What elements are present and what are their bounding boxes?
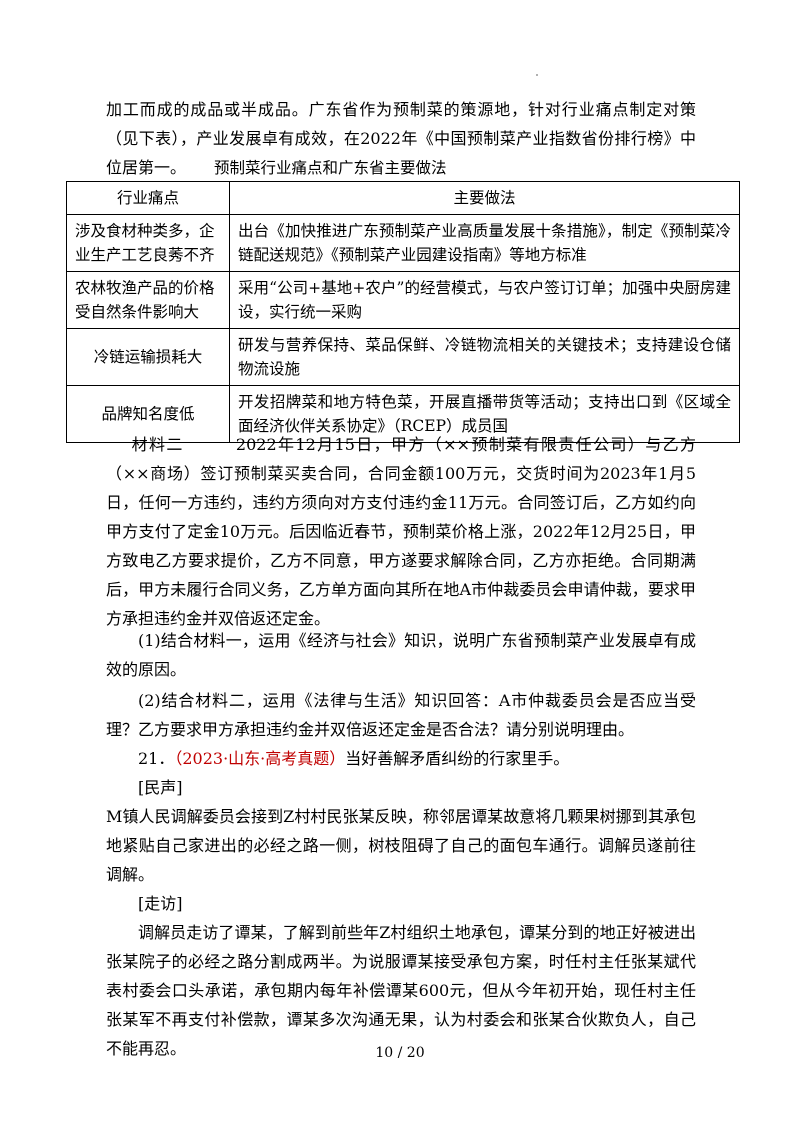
intro-paragraph: 加工而成的成品或半成品。广东省作为预制菜的策源地，针对行业痛点制定对策（见下表）… (106, 100, 696, 177)
question-theme: 当好善解矛盾纠纷的行家里手。 (345, 749, 570, 768)
question-21-line: 21．（2023·山东·高考真题）当好善解矛盾纠纷的行家里手。 (106, 744, 696, 773)
question-1: (1)结合材料一，运用《经济与社会》知识，说明广东省预制菜产业发展卓有成效的原因… (106, 631, 696, 679)
table-row: 品牌知名度低 开发招牌菜和地方特色菜，开展直播带货等活动；支持出口到《区域全面经… (66, 385, 740, 443)
question-2: (2)结合材料二，运用《法律与生活》知识回答：A市仲裁委员会是否应当受理？乙方要… (106, 691, 696, 739)
practice-cell: 开发招牌菜和地方特色菜，开展直播带货等活动；支持出口到《区域全面经济伙伴关系协定… (229, 385, 740, 443)
header-practice: 主要做法 (229, 181, 740, 215)
zoufang-paragraph: 调解员走访了谭某，了解到前些年Z村组织土地承包，谭某分到的地正好被进出张某院子的… (106, 923, 696, 1058)
table-caption: 预制菜行业痛点和广东省主要做法 (214, 159, 447, 177)
issue-cell: 涉及食材种类多，企业生产工艺良莠不齐 (66, 214, 230, 272)
question-source: （2023·山东·高考真题） (174, 749, 346, 768)
minsheng-heading: [民声] (138, 778, 183, 797)
material2-paragraph: 材料二 2022年12月15日，甲方（××预制菜有限责任公司）与乙方（××商场）… (106, 435, 696, 628)
practice-cell: 研发与营养保持、菜品保鲜、冷链物流相关的关键技术；支持建设仓储物流设施 (229, 328, 740, 386)
table-row: 农林牧渔产品的价格受自然条件影响大 采用“公司+基地+农户”的经营模式，与农户签… (66, 271, 740, 329)
measures-table: 行业痛点 主要做法 涉及食材种类多，企业生产工艺良莠不齐 出台《加快推进广东预制… (66, 181, 740, 443)
issue-cell: 农林牧渔产品的价格受自然条件影响大 (66, 271, 230, 329)
page-number: 10 / 20 (375, 1045, 425, 1061)
table-row: 冷链运输损耗大 研发与营养保持、菜品保鲜、冷链物流相关的关键技术；支持建设仓储物… (66, 328, 740, 386)
table-row: 涉及食材种类多，企业生产工艺良莠不齐 出台《加快推进广东预制菜产业高质量发展十条… (66, 214, 740, 272)
practice-cell: 采用“公司+基地+农户”的经营模式，与农户签订订单；加强中央厨房建设，实行统一采… (229, 271, 740, 329)
header-issue: 行业痛点 (66, 181, 230, 215)
table-header-row: 行业痛点 主要做法 (66, 181, 740, 215)
question-number: 21． (138, 749, 175, 768)
speck-mark (536, 74, 538, 76)
minsheng-paragraph: M镇人民调解委员会接到Z村村民张某反映，称邻居谭某故意将几颗果树挪到其承包地紧贴… (106, 807, 696, 884)
practice-cell: 出台《加快推进广东预制菜产业高质量发展十条措施》，制定《预制菜冷链配送规范》《预… (229, 214, 740, 272)
issue-cell: 品牌知名度低 (66, 385, 230, 443)
issue-cell: 冷链运输损耗大 (66, 328, 230, 386)
zoufang-heading: [走访] (138, 894, 183, 913)
